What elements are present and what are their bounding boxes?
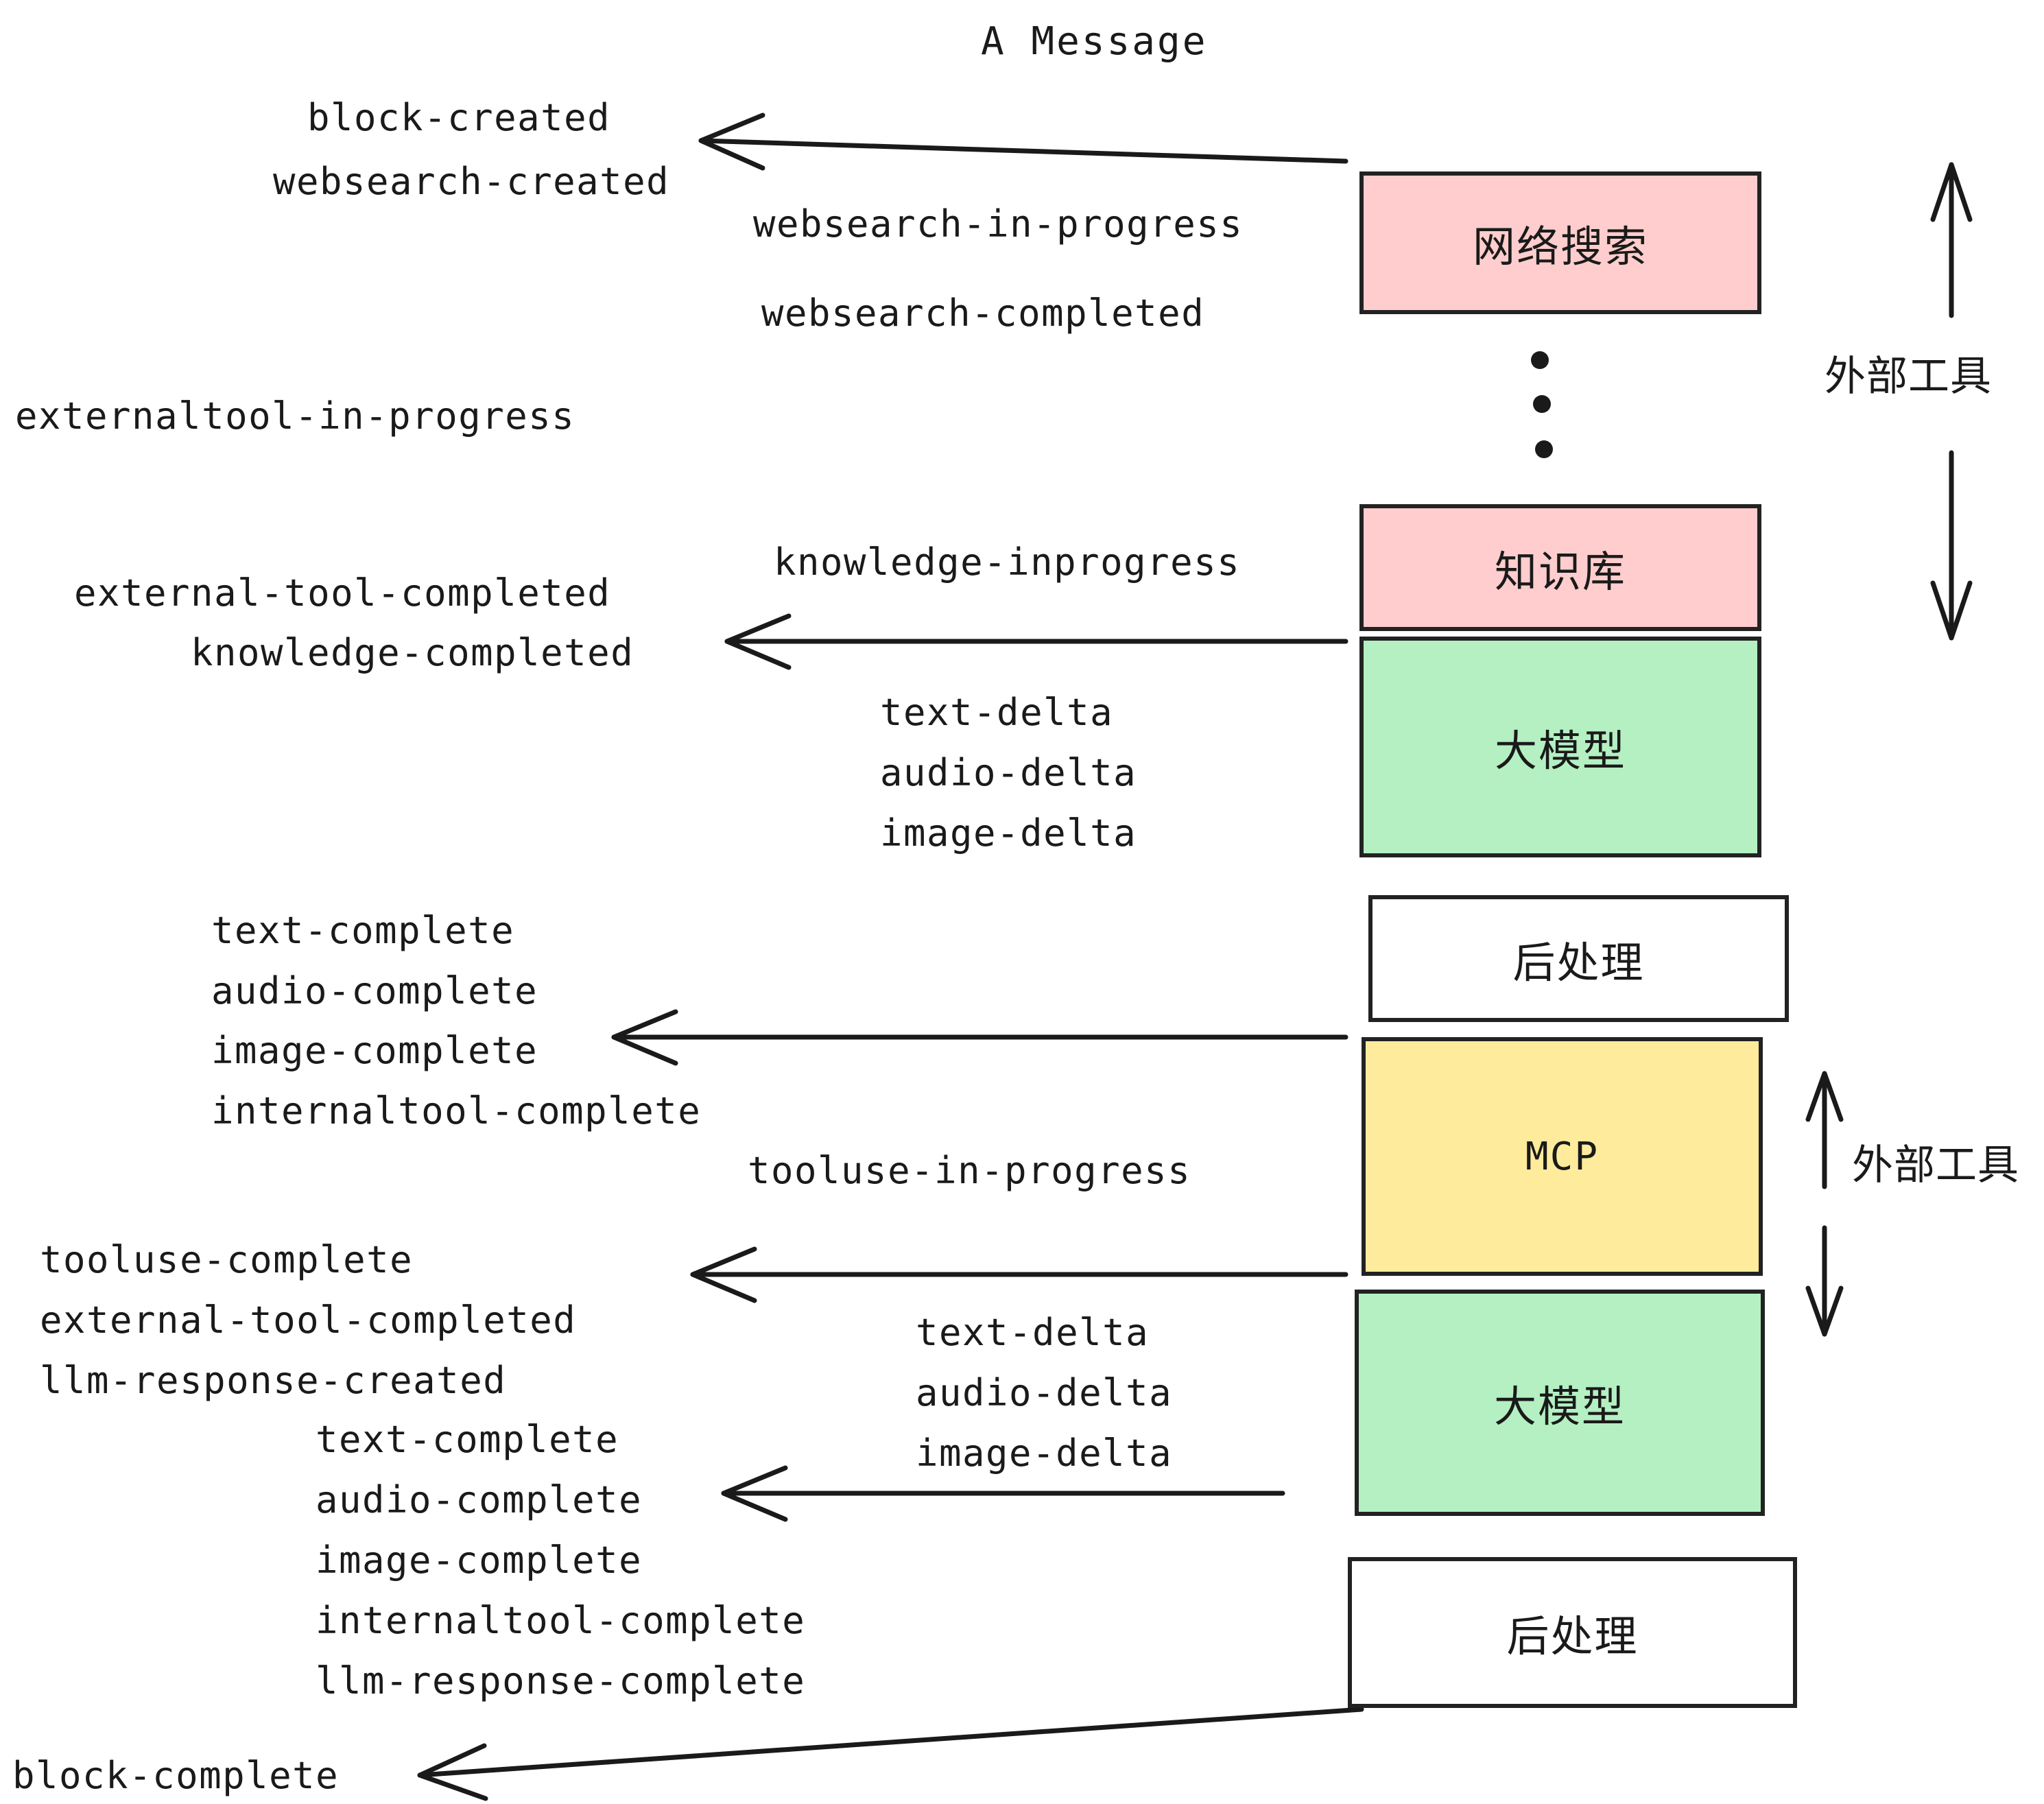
event-label-image-delta-1: image-delta [880, 811, 1137, 855]
node-label-postprocess-lower: 后处理 [1506, 1611, 1639, 1661]
event-label-tooluse-complete: tooluse-complete [40, 1238, 414, 1281]
event-label-websearch-completed: websearch-completed [761, 292, 1205, 335]
event-label-block-created: block-created [307, 96, 611, 139]
node-box-websearch: 网络搜索 [1359, 171, 1761, 314]
side-label-external-tool-upper: 外部工具 [1825, 353, 1992, 401]
event-label-audio-complete-1: audio-complete [211, 969, 538, 1012]
event-label-image-complete-1: image-complete [211, 1029, 538, 1072]
event-label-block-complete: block-complete [12, 1754, 340, 1797]
arrowhead-external-tool-up-lower [1805, 1071, 1844, 1122]
arrowhead-external-tool-down-lower [1805, 1285, 1844, 1337]
event-label-llm-response-complete: llm-response-complete [316, 1659, 806, 1702]
ellipsis-dot-2 [1533, 395, 1551, 413]
arrowhead-external-tool-down-upper [1930, 580, 1973, 641]
node-box-mcp: MCP [1362, 1037, 1763, 1276]
event-label-audio-delta-2: audio-delta [916, 1371, 1173, 1414]
ellipsis-dot-3 [1535, 440, 1553, 458]
event-label-image-complete-2: image-complete [316, 1539, 643, 1582]
node-label-websearch: 网络搜索 [1472, 222, 1648, 272]
event-label-audio-complete-2: audio-complete [316, 1478, 643, 1521]
event-label-websearch-in-progress: websearch-in-progress [753, 202, 1244, 246]
event-label-text-complete-1: text-complete [211, 909, 515, 952]
event-label-text-delta-2: text-delta [916, 1311, 1150, 1354]
event-label-audio-delta-1: audio-delta [880, 751, 1137, 794]
node-label-knowledge: 知识库 [1494, 546, 1626, 597]
arrowhead-tooluse-complete [690, 1246, 757, 1303]
arrowhead-audio-complete [721, 1465, 788, 1522]
event-label-internaltool-complete-2: internaltool-complete [316, 1599, 806, 1642]
arrow-websearch-created [698, 138, 1348, 164]
arrow-block-complete [417, 1707, 1364, 1778]
node-label-mcp: MCP [1525, 1134, 1600, 1179]
event-label-external-tool-completed-1: external-tool-completed [74, 571, 611, 615]
side-label-external-tool-lower: 外部工具 [1852, 1141, 2019, 1189]
event-label-knowledge-inprogress: knowledge-inprogress [774, 541, 1241, 584]
node-box-llm-lower: 大模型 [1355, 1290, 1765, 1516]
node-box-llm-upper: 大模型 [1359, 637, 1761, 857]
node-label-llm-lower: 大模型 [1493, 1381, 1626, 1432]
event-label-external-tool-completed-2: external-tool-completed [40, 1298, 577, 1342]
node-label-llm-upper: 大模型 [1494, 726, 1626, 776]
node-box-postprocess-upper: 后处理 [1368, 895, 1789, 1022]
arrowhead-external-tool-up-upper [1930, 162, 1973, 222]
node-label-postprocess-upper: 后处理 [1512, 937, 1645, 988]
arrowhead-block-complete [417, 1743, 488, 1801]
event-label-externaltool-in-progress: externaltool-in-progress [15, 394, 575, 438]
event-label-tooluse-in-progress: tooluse-in-progress [748, 1149, 1191, 1192]
event-label-text-delta-1: text-delta [880, 691, 1114, 734]
event-label-text-complete-2: text-complete [316, 1418, 619, 1461]
arrowhead-image-complete [611, 1009, 678, 1066]
event-label-image-delta-2: image-delta [916, 1432, 1173, 1475]
node-box-postprocess-lower: 后处理 [1348, 1557, 1797, 1708]
ellipsis-dot-1 [1531, 351, 1549, 369]
event-label-websearch-created: websearch-created [273, 160, 670, 203]
event-label-llm-response-created: llm-response-created [40, 1359, 507, 1402]
event-label-knowledge-completed: knowledge-completed [191, 631, 634, 674]
arrowhead-knowledge-completed [724, 613, 792, 670]
event-label-internaltool-complete-1: internaltool-complete [211, 1089, 702, 1132]
arrowhead-websearch-created [698, 112, 765, 171]
diagram-title: A Message [981, 19, 1208, 64]
node-box-knowledge: 知识库 [1359, 504, 1761, 631]
